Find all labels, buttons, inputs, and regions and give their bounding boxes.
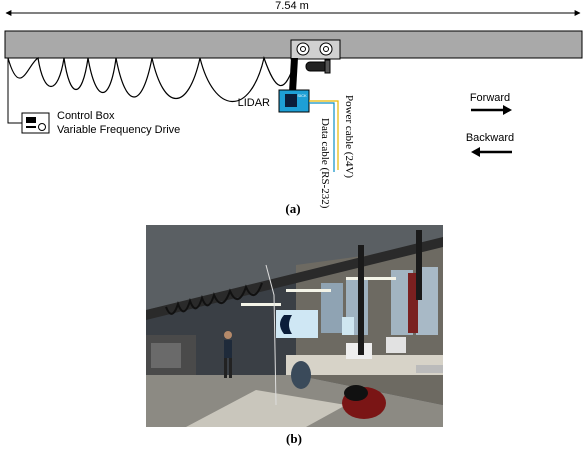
lidar-mount [289,58,298,92]
caption-a: (a) [285,201,300,216]
lidar-sensor: SICK [278,89,310,113]
trolley [290,39,341,60]
person-figure [224,331,232,378]
forward-arrow-icon [471,105,512,115]
data-cable-label: Data cable (RS-232) [319,118,331,209]
data-cable [309,102,335,172]
photo-rail [146,237,443,320]
power-cable [309,100,339,170]
photo-lidar [276,310,318,338]
control-box-label: Control Box [57,110,115,122]
rail-length-label: 7.54 m [275,0,309,12]
lab-photograph [146,225,443,427]
festoon-cable [7,55,296,102]
lidar-label: LIDAR [238,97,270,109]
forward-label: Forward [470,92,510,104]
power-cable-label: Power cable (24V) [343,95,355,178]
control-box-cable [7,58,22,124]
caption-b: (b) [286,431,302,446]
lidar-brand-text: SICK [297,93,307,98]
ceiling-lights [241,277,396,306]
rail-length-dimension: 7.54 m [5,0,581,16]
backward-arrow-icon [471,147,512,157]
backward-label: Backward [466,132,514,144]
motor-icon [305,59,331,74]
control-box-icon [21,112,50,134]
vfd-label: Variable Frequency Drive [57,124,180,136]
